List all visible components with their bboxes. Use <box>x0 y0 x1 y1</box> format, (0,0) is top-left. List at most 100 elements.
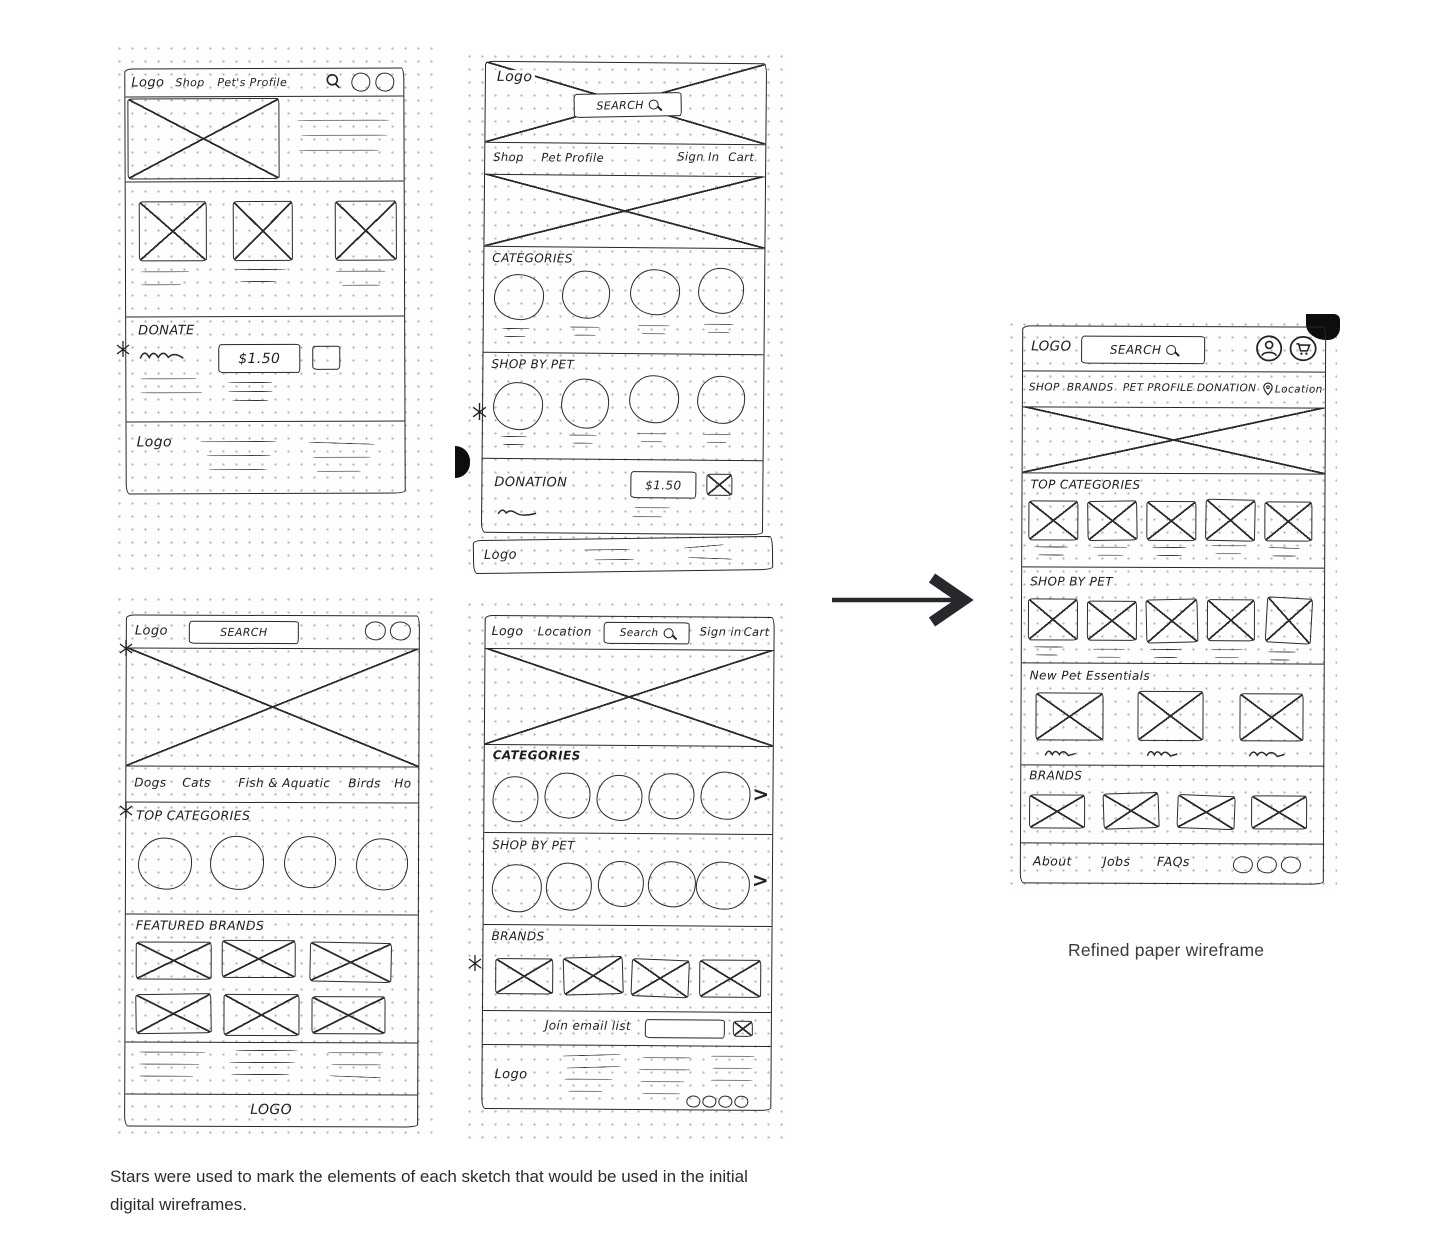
text-line <box>1093 546 1128 548</box>
text-line <box>568 434 597 436</box>
cart-icon <box>1289 335 1317 368</box>
nav-fish-aquatic: Fish & Aquatic <box>238 775 331 791</box>
nav-cats: Cats <box>182 775 211 790</box>
text-line <box>139 1075 194 1077</box>
star-marker-icon <box>467 954 483 977</box>
text-line <box>1096 656 1121 658</box>
text-line <box>688 556 733 560</box>
squiggle-text-placeholder <box>1043 744 1079 762</box>
text-line <box>316 470 361 472</box>
footer-strip: Logo <box>472 535 774 575</box>
footer-jobs: Jobs <box>1102 853 1131 869</box>
header-bar: Logo Shop Pet's Profile <box>125 68 404 98</box>
text-line <box>702 433 731 435</box>
brands-label: BRANDS <box>491 929 545 944</box>
footer-bar: About Jobs FAQs <box>1021 842 1323 883</box>
text-line <box>634 507 671 509</box>
product-placeholder <box>1137 690 1204 742</box>
text-line <box>308 441 375 445</box>
text-line <box>594 558 635 561</box>
donation-input-box <box>312 345 341 370</box>
donation-label: DONATION <box>494 474 568 491</box>
nav-pet-profile: Pet Profile <box>541 150 605 165</box>
text-line <box>1267 651 1296 653</box>
flow-arrow-icon <box>828 568 978 637</box>
logo-label: Logo <box>131 75 165 91</box>
search-box: SEARCH <box>1081 335 1206 365</box>
text-line <box>562 1053 621 1057</box>
text-line <box>206 454 271 457</box>
text-line <box>1210 649 1243 651</box>
top-categories-section: TOP CATEGORIES <box>125 801 419 916</box>
product-card-placeholder <box>232 200 293 262</box>
donation-amount: $1.50 <box>645 477 682 493</box>
squiggle-text-placeholder <box>1247 745 1287 763</box>
logo-label: LOGO <box>1031 338 1072 355</box>
pet-placeholder <box>1206 599 1256 642</box>
cart-icon <box>389 621 411 641</box>
brand-placeholder <box>630 958 690 999</box>
new-pet-essentials-section: New Pet Essentials <box>1021 662 1324 767</box>
paper-refined-wireframe: LOGO SEARCH SHOP BRANDS PET PROFILE DONA… <box>1005 314 1340 893</box>
new-pet-essentials-label: New Pet Essentials <box>1029 668 1151 683</box>
text-line <box>1272 555 1297 557</box>
product-placeholder <box>1035 692 1104 741</box>
logo-label: Logo <box>493 69 536 85</box>
footer-logo: Logo <box>483 547 518 563</box>
nav-bar: SHOP BRANDS PET PROFILE DONATION Locatio… <box>1022 370 1326 409</box>
brands-section: BRANDS <box>482 923 772 1014</box>
category-circle-placeholder <box>283 836 337 889</box>
cart-icon <box>375 72 395 92</box>
logo-label: Logo <box>134 623 168 639</box>
squiggle-text-placeholder <box>138 346 186 365</box>
text-line <box>712 1067 753 1069</box>
search-label: SEARCH <box>220 625 268 639</box>
category-circle-placeholder <box>137 837 193 890</box>
product-placeholder <box>1239 693 1304 742</box>
star-marker-icon <box>115 340 131 363</box>
category-circle-placeholder <box>209 835 265 890</box>
text-line <box>640 441 663 443</box>
pet-circle-placeholder <box>560 378 610 429</box>
footer-faqs: FAQs <box>1156 853 1190 870</box>
brands-section: BRANDS <box>1020 764 1324 845</box>
star-marker-icon <box>471 402 488 426</box>
text-line <box>1097 554 1124 556</box>
category-placeholder <box>1146 500 1197 542</box>
nav-donation: DONATION <box>1196 382 1257 395</box>
text-line <box>229 1061 296 1064</box>
text-line <box>1149 648 1182 651</box>
footer-section: Logo <box>482 1044 770 1110</box>
categories-label: CATEGORIES <box>492 250 573 266</box>
text-line <box>228 381 273 384</box>
donate-label: DONATE <box>138 323 195 339</box>
text-line <box>140 392 203 394</box>
text-line <box>638 1069 691 1071</box>
top-categories-section: TOP CATEGORIES <box>1022 472 1325 569</box>
text-line <box>707 331 730 333</box>
pet-circle-placeholder <box>695 861 751 910</box>
social-icon <box>702 1095 717 1108</box>
wireframe-frame: Logo Location Search Sign in Cart CATEGO… <box>481 614 775 1112</box>
nav-brands: BRANDS <box>1066 381 1114 394</box>
category-circle-placeholder <box>492 776 539 823</box>
location-label: Location <box>537 624 592 639</box>
category-placeholder <box>1028 500 1079 541</box>
search-icon <box>663 628 674 639</box>
donate-section: DONATE $1.50 <box>126 315 405 423</box>
brand-placeholder <box>135 993 212 1035</box>
carousel-next-icon: > <box>751 867 769 892</box>
text-line <box>636 433 667 435</box>
brand-placeholder <box>311 996 386 1035</box>
pet-circle-placeholder <box>597 860 645 908</box>
brand-placeholder <box>135 941 212 980</box>
text-line <box>1033 646 1064 648</box>
donation-section: DONATION $1.50 <box>482 458 763 534</box>
category-circle-placeholder <box>355 838 409 891</box>
text-line <box>329 1075 382 1079</box>
product-card-placeholder <box>138 201 207 262</box>
brand-placeholder <box>309 941 393 984</box>
text-line <box>503 335 526 338</box>
search-icon <box>648 99 659 110</box>
email-signup-section: Join email list <box>482 1009 771 1048</box>
